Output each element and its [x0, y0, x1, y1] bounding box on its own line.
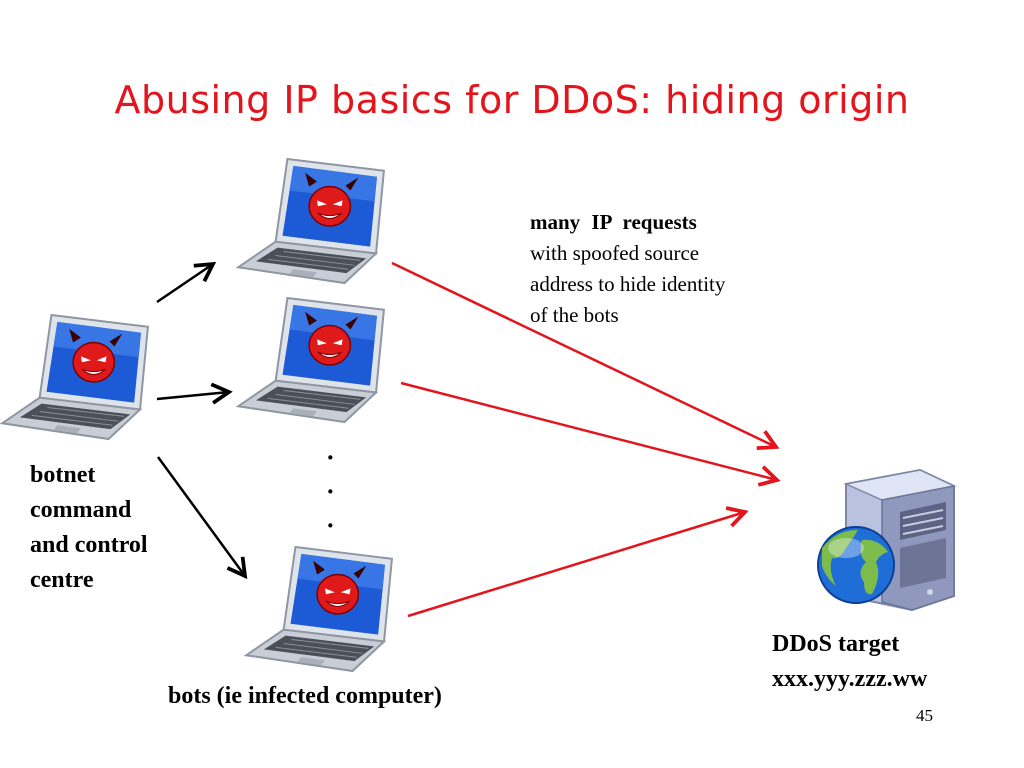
attack-arrow-1: [391, 261, 776, 447]
bot-laptop-2-icon: [237, 296, 385, 424]
requests-note-line-3: of the bots: [530, 303, 619, 327]
server-globe-icon: [817, 468, 957, 612]
bots-label: bots (ie infected computer): [168, 683, 442, 709]
command-center-label-line-4: centre: [30, 567, 94, 593]
command-arrow-1: [156, 264, 213, 304]
requests-note-line-2: address to hide identity: [530, 272, 726, 296]
attack-arrow-2: [400, 381, 777, 480]
requests-note-heading: many IP requests: [530, 210, 697, 234]
command-center-label-line-2: command: [30, 497, 132, 523]
requests-note: many IP requests with spoofed source add…: [530, 207, 725, 331]
requests-note-line-1: with spoofed source: [530, 241, 700, 265]
target-label-line-1: DDoS target: [772, 631, 900, 657]
command-center-label-line-3: and control: [30, 532, 148, 558]
command-center-label-line-1: botnet: [30, 462, 96, 488]
slide-title: Abusing IP basics for DDoS: hiding origi…: [114, 78, 910, 122]
ellipsis-dot-1: ·: [326, 443, 335, 472]
target-label: DDoS target xxx.yyy.zzz.ww: [772, 627, 927, 697]
ellipsis-dot-3: ·: [326, 511, 335, 540]
page-number: 45: [916, 706, 933, 725]
bot-laptop-3-icon: [245, 545, 393, 673]
command-center-label: botnet command and control centre: [30, 458, 148, 598]
ellipsis-dot-2: ·: [326, 477, 335, 506]
command-center-laptop-icon: [1, 313, 149, 441]
command-arrow-3: [156, 456, 245, 576]
command-arrow-2: [156, 392, 229, 399]
bot-laptop-1-icon: [237, 157, 385, 285]
attack-arrow-3: [407, 512, 745, 618]
target-label-line-2: xxx.yyy.zzz.ww: [772, 666, 928, 692]
